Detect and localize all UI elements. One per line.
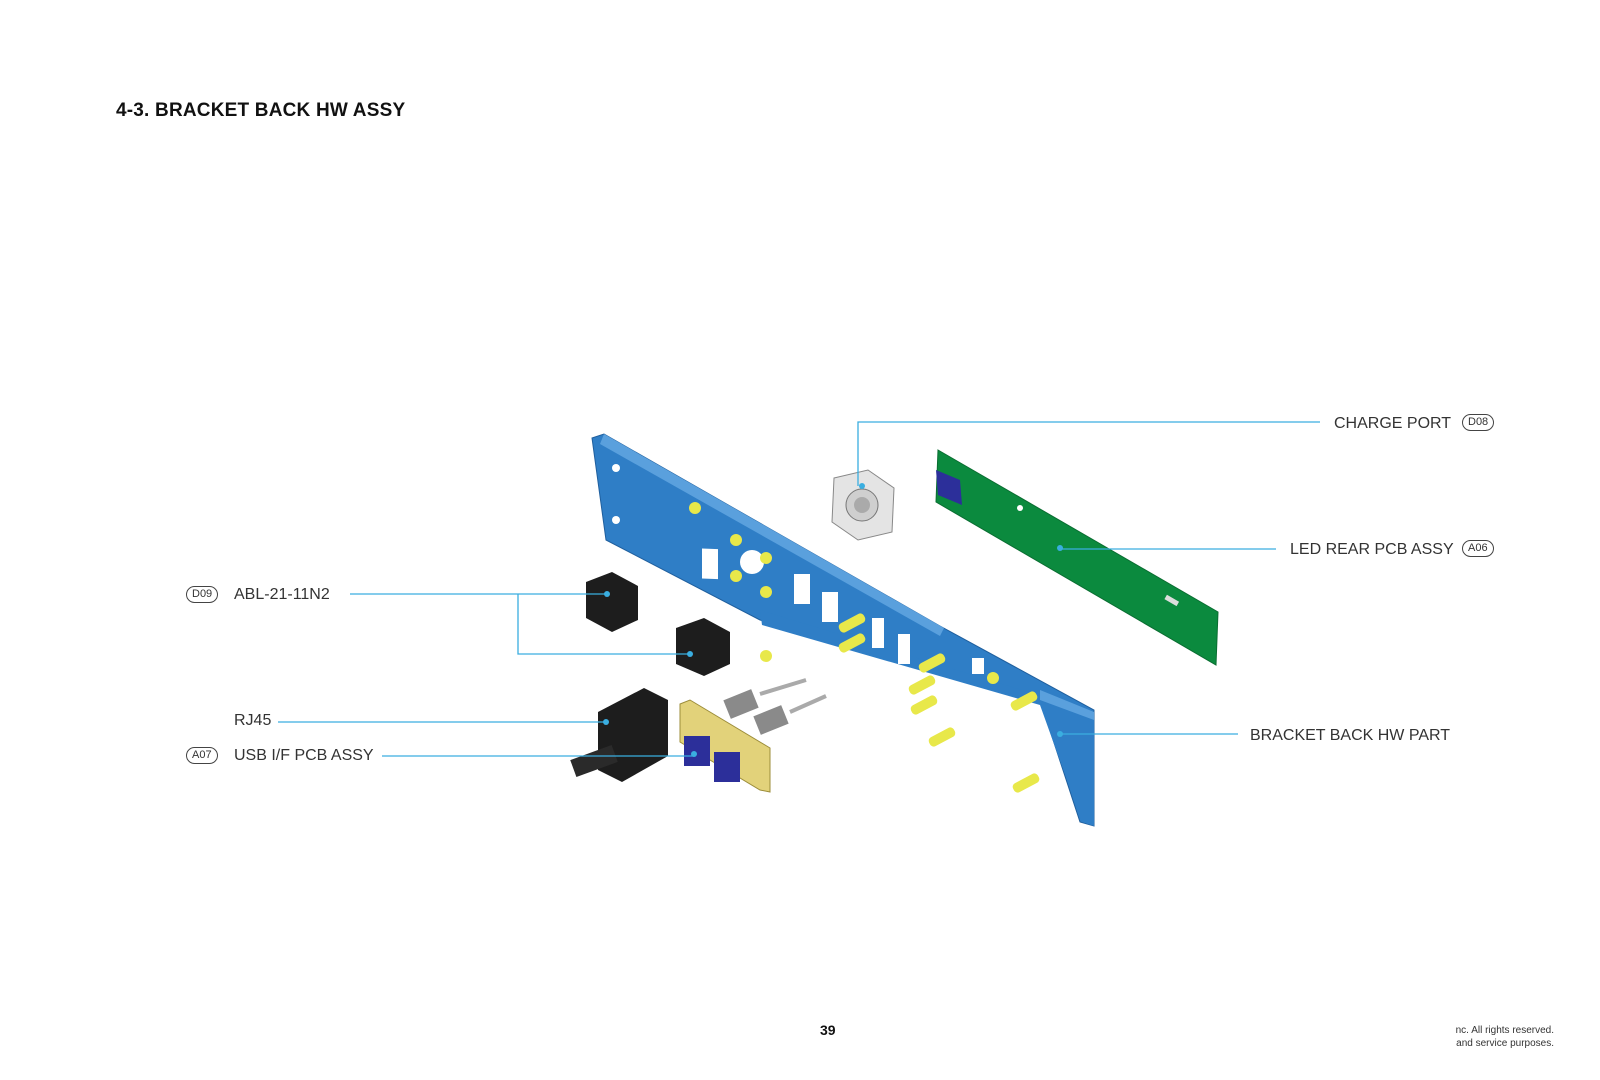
usb-if-pcb-part xyxy=(679,678,827,793)
callout-charge-port-code: D08 xyxy=(1462,414,1495,431)
footer-line-2: and service purposes. xyxy=(1456,1038,1554,1049)
callout-charge-port-label: CHARGE PORT xyxy=(1334,415,1452,432)
callout-abl-label: ABL-21-11N2 xyxy=(234,586,330,603)
page-title: 4-3. BRACKET BACK HW ASSY xyxy=(116,100,406,121)
callout-usb-pcb-code: A07 xyxy=(186,747,218,764)
leader-lines xyxy=(278,421,1320,757)
abl-connectors xyxy=(586,572,730,676)
led-rear-pcb xyxy=(935,449,1219,666)
footer-copyright: nc. All rights reserved. and service pur… xyxy=(1456,1024,1554,1050)
callout-bracket-part-label: BRACKET BACK HW PART xyxy=(1250,727,1451,744)
callout-led-rear-pcb-label: LED REAR PCB ASSY xyxy=(1290,541,1454,558)
callout-led-rear-pcb-code: A06 xyxy=(1462,540,1494,557)
bracket-back-hw-part xyxy=(591,433,1095,827)
callout-usb-pcb-label: USB I/F PCB ASSY xyxy=(234,747,374,764)
charge-port-part xyxy=(831,469,895,541)
callout-rj45-label: RJ45 xyxy=(234,712,272,729)
callout-abl-code: D09 xyxy=(186,586,219,603)
page-number: 39 xyxy=(820,1022,836,1038)
footer-line-1: nc. All rights reserved. xyxy=(1455,1025,1554,1036)
rj45-part xyxy=(570,688,668,782)
